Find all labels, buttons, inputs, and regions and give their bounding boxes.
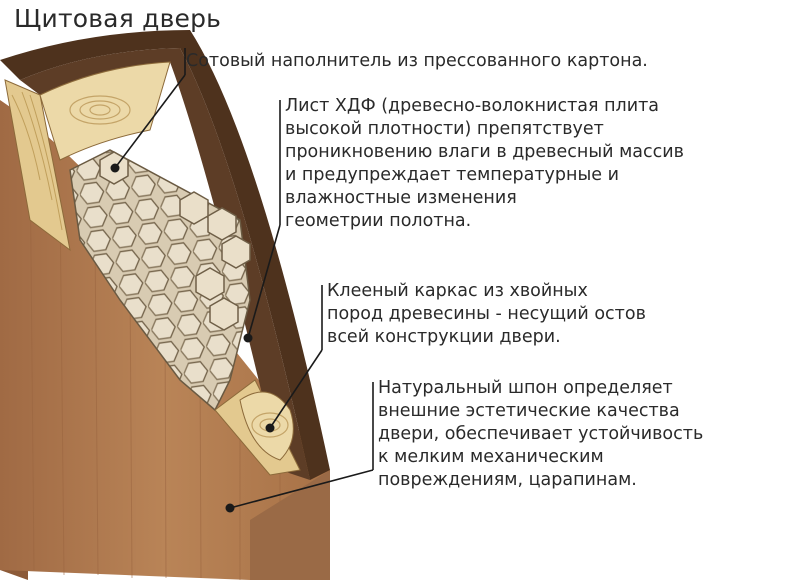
leader-lines [114, 48, 374, 509]
label-glued-frame: Клееный каркас из хвойных пород древесин… [327, 281, 646, 347]
label-honeycomb-filler: Сотовый наполнитель из прессованного кар… [186, 51, 648, 71]
frame-wood-top [39, 61, 171, 161]
hdf-sheet-edge [0, 30, 330, 480]
honeycomb-cells-raised [99, 151, 251, 331]
diagram-title: Щитовая дверь [14, 4, 222, 33]
frame-endgrain-top [69, 95, 131, 125]
leader-dots [110, 163, 275, 513]
frame-grain-left [11, 91, 63, 231]
label-natural-veneer: Натуральный шпон определяет внешние эсте… [378, 378, 704, 490]
frame-wood-left [4, 79, 71, 252]
door-bottom-edge [250, 470, 330, 580]
label-hdf-sheet: Лист ХДФ (древесно-волокнистая плита выс… [285, 96, 684, 231]
